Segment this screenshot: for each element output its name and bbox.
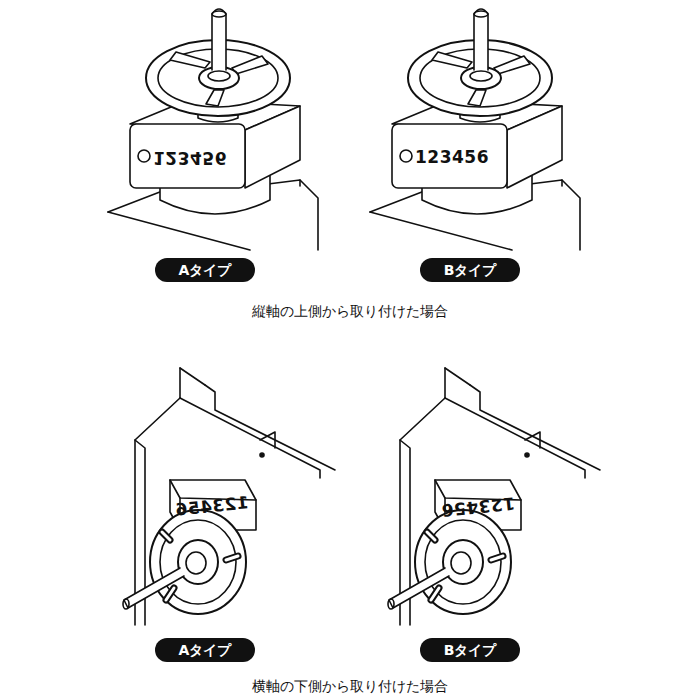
type-label: Bタイプ (444, 643, 497, 657)
caption-text: 横軸の下側から取り付けた場合 (252, 679, 448, 693)
type-badge: Aタイプ (155, 258, 255, 282)
type-label: Aタイプ (179, 643, 232, 657)
type-badge: Aタイプ (155, 638, 255, 662)
type-label: Bタイプ (444, 263, 497, 277)
counter-digits: 123456 (415, 149, 489, 166)
counter-digits: 123456 (153, 149, 227, 166)
type-label: Aタイプ (179, 263, 232, 277)
type-badge: Bタイプ (420, 258, 520, 282)
type-badge: Bタイプ (420, 638, 520, 662)
caption-text: 縦軸の上側から取り付けた場合 (252, 304, 448, 318)
